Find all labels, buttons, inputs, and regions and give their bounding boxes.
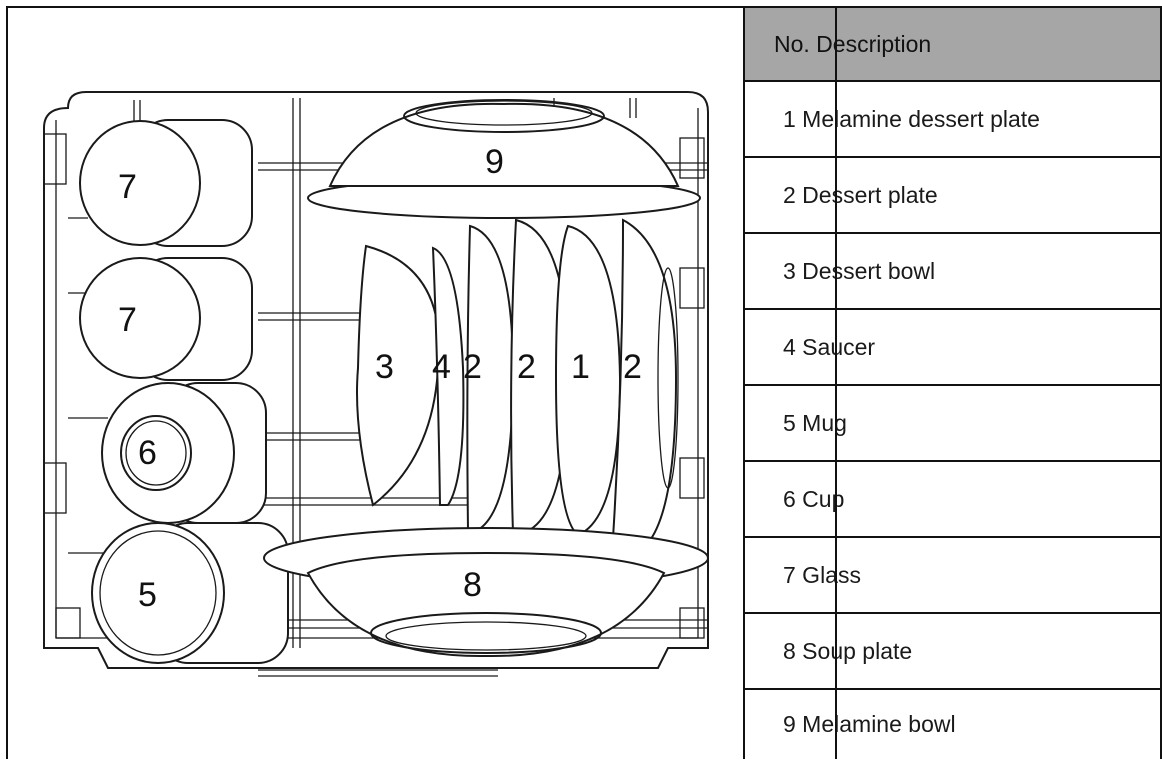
description-table: No. Description 1 Melamine dessert plate… xyxy=(743,6,1162,759)
dishwasher-rack-diagram: 7 7 6 5 9 3 4 2 2 1 2 8 xyxy=(6,6,744,759)
table-row: 8 Soup plate xyxy=(743,614,1162,690)
melamine-bowl xyxy=(307,99,701,219)
table-row: 6 Cup xyxy=(743,462,1162,538)
callout-dessert-plate-a: 2 xyxy=(463,348,482,386)
table-row: 4 Saucer xyxy=(743,310,1162,386)
rack-illustration: 7 7 6 5 9 3 4 2 2 1 2 8 xyxy=(43,91,709,677)
table-cell: 8 Soup plate xyxy=(783,637,913,664)
table-cell: 6 Cup xyxy=(783,485,845,512)
cup xyxy=(101,382,267,524)
table-row: 5 Mug xyxy=(743,386,1162,462)
table-row: 2 Dessert plate xyxy=(743,158,1162,234)
saucer xyxy=(431,246,465,506)
table-cell: 3 Dessert bowl xyxy=(783,257,936,284)
glass-top xyxy=(79,119,253,247)
table-cell: 1 Melamine dessert plate xyxy=(783,105,1040,132)
callout-dessert-bowl: 3 xyxy=(375,348,394,386)
table-row: 3 Dessert bowl xyxy=(743,234,1162,310)
callout-soup-plate: 8 xyxy=(463,566,482,604)
plates-stack xyxy=(466,218,679,545)
table-cell: 9 Melamine bowl xyxy=(783,711,956,737)
table-header-row: No. Description xyxy=(743,6,1162,82)
table-column-divider xyxy=(835,6,837,759)
table-cell: 7 Glass xyxy=(783,561,861,588)
mug xyxy=(91,522,289,664)
callout-cup: 6 xyxy=(138,434,157,472)
callout-dessert-plate-b: 2 xyxy=(517,348,536,386)
callout-dessert-plate-c: 2 xyxy=(623,348,642,386)
callout-melamine-bowl: 9 xyxy=(485,143,504,181)
soup-plate xyxy=(263,527,709,658)
callout-melamine-dessert-plate: 1 xyxy=(571,348,590,386)
callout-glass-top: 7 xyxy=(118,168,137,206)
table-cell: 5 Mug xyxy=(783,409,847,436)
table-row: 7 Glass xyxy=(743,538,1162,614)
table-row: 1 Melamine dessert plate xyxy=(743,82,1162,158)
table-header: No. Description xyxy=(774,30,932,57)
callout-mug: 5 xyxy=(138,576,157,614)
callout-glass-middle: 7 xyxy=(118,301,137,339)
table-cell: 4 Saucer xyxy=(783,333,876,360)
glass-middle xyxy=(79,257,253,381)
dessert-bowl xyxy=(356,244,440,507)
callout-saucer: 4 xyxy=(432,348,451,386)
table-cell: 2 Dessert plate xyxy=(783,181,938,208)
table-row: 9 Melamine bowl xyxy=(743,690,1162,759)
